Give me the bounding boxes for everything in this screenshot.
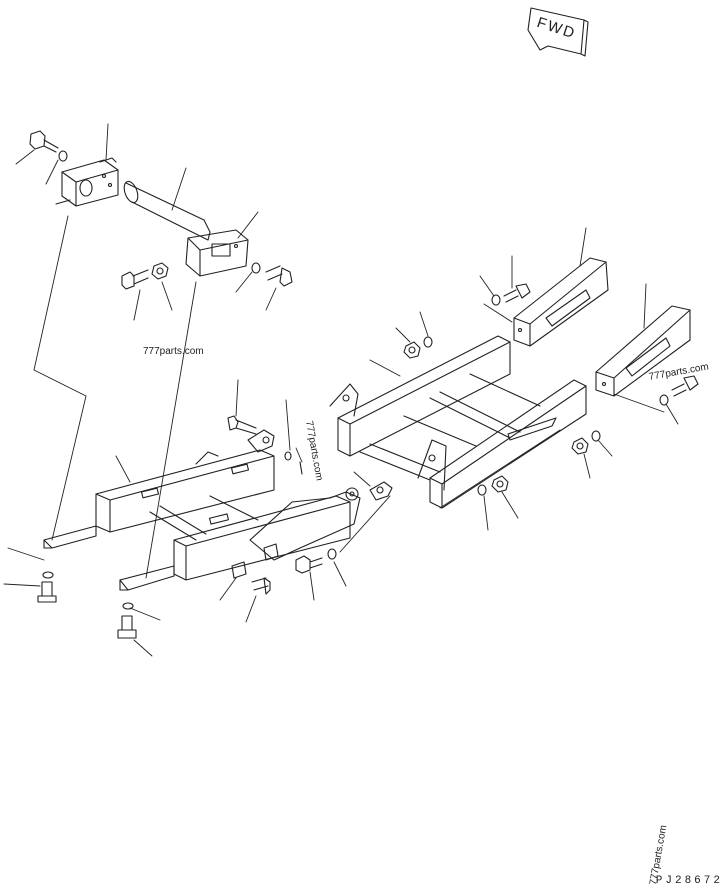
nut-mid-left (151, 262, 169, 280)
washer-top-left (58, 150, 68, 162)
pin-bolt (227, 415, 257, 435)
bolt-lower-left-b (117, 602, 137, 639)
nut-center-top (403, 341, 421, 359)
right-side-plate-upper (513, 257, 609, 347)
bolt-mid-right (265, 265, 293, 287)
bolt-lower-mid (251, 577, 271, 595)
bolt-right-upper (503, 283, 531, 303)
upper-mounting-bracket-left (55, 157, 119, 207)
main-frame-right-rail (417, 379, 587, 509)
watermark-1: 777parts.com (143, 346, 204, 357)
bolt-lower-center (295, 555, 323, 574)
main-frame-hinge (369, 481, 393, 501)
washer-right-upper (491, 294, 501, 306)
washer-right-side (659, 394, 669, 406)
main-frame-left-rail (329, 335, 511, 457)
link-bracket (247, 429, 275, 453)
main-frame-crossmembers (359, 373, 541, 481)
washer-center-top (423, 336, 433, 348)
leader-lines (3, 123, 679, 657)
bolt-top-left (29, 130, 59, 153)
nut-center-lower (491, 475, 509, 493)
crossbar-tube (123, 180, 211, 241)
nut-right-lower (571, 437, 589, 455)
right-side-plate-lower (595, 305, 691, 397)
small-plate (231, 561, 247, 579)
washer-pin (284, 451, 292, 461)
fwd-direction-marker (527, 7, 589, 57)
left-frame-rail-lower (119, 495, 351, 591)
bolt-right-side (671, 375, 699, 397)
washer-center-lower (477, 484, 487, 496)
washer-mid (251, 262, 261, 274)
bolt-mid-left (121, 269, 149, 290)
washer-right-lower (591, 430, 601, 442)
left-frame-gusset-plate (249, 487, 361, 561)
cotter-pin (299, 461, 303, 475)
drawing-code: PJ28672 (655, 875, 723, 887)
left-frame-crossmembers (149, 495, 259, 541)
washer-lower-center (327, 548, 337, 560)
bolt-lower-left-a (37, 571, 57, 603)
upper-mounting-bracket-right (185, 229, 249, 277)
left-frame-rail-upper (43, 449, 275, 549)
